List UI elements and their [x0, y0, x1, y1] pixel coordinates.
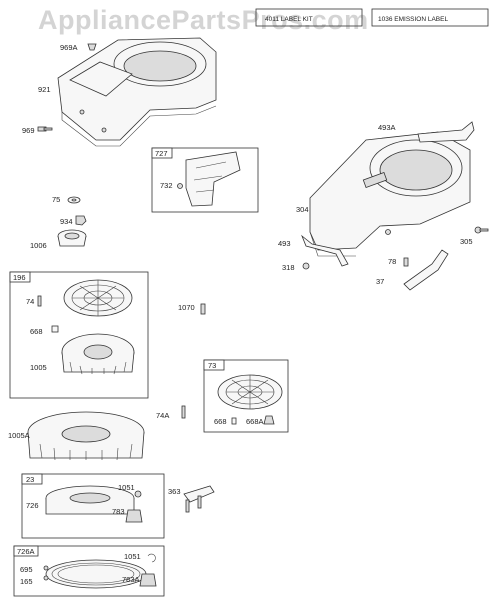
label-1006: 1006 — [30, 241, 47, 250]
label-1005: 1005 — [30, 363, 47, 372]
label-304: 304 — [296, 205, 309, 214]
screw-969a-icon — [87, 43, 97, 51]
label-726: 726 — [26, 501, 39, 510]
label-1070: 1070 — [178, 303, 195, 312]
nut-934-icon — [75, 215, 87, 226]
label-78: 78 — [388, 257, 396, 266]
bolt-305-icon — [474, 226, 489, 234]
label-668: 668 — [30, 327, 43, 336]
emission-label-box: 1036 EMISSION LABEL — [371, 8, 489, 27]
label-668A: 668A — [246, 417, 264, 426]
screw-318-icon — [302, 262, 310, 270]
fan-1005a — [27, 411, 145, 461]
watermark: AppliancePartsPros.com — [38, 5, 369, 35]
box-726a: 726A — [13, 545, 165, 597]
label-783A: 783A — [122, 575, 140, 584]
svg-text:727: 727 — [155, 149, 168, 158]
label-493: 493 — [278, 239, 291, 248]
label-1005A: 1005A — [8, 431, 30, 440]
label-969A: 969A — [60, 43, 78, 52]
label-1051-box726A: 1051 — [124, 552, 141, 561]
stud-363-icon — [183, 485, 215, 513]
box-73: 73 — [203, 359, 289, 433]
svg-text:23: 23 — [26, 475, 34, 484]
blower-housing-304 — [309, 131, 471, 257]
svg-text:73: 73 — [208, 361, 216, 370]
emission-label-text: 1036 EMISSION LABEL — [378, 16, 448, 23]
box-23: 23 — [21, 473, 165, 539]
label-305: 305 — [460, 237, 473, 246]
bracket-493a-icon — [417, 121, 475, 143]
label-165: 165 — [20, 577, 33, 586]
label-kit-box: 4011 LABEL KIT — [255, 8, 363, 27]
box-727: 727 — [151, 147, 259, 213]
label-37: 37 — [376, 277, 384, 286]
screw-969-icon — [37, 126, 53, 132]
bracket-37-icon — [403, 249, 449, 291]
label-75: 75 — [52, 195, 60, 204]
bracket-493-icon — [301, 234, 349, 267]
label-668-box73: 668 — [214, 417, 227, 426]
svg-text:726A: 726A — [17, 547, 35, 556]
screw-1070-icon — [200, 303, 206, 315]
label-493A: 493A — [378, 123, 396, 132]
label-318: 318 — [282, 263, 295, 272]
label-363: 363 — [168, 487, 181, 496]
label-1051: 1051 — [118, 483, 135, 492]
blower-housing-921 — [57, 37, 217, 147]
label-695: 695 — [20, 565, 33, 574]
cup-1006-icon — [57, 229, 87, 247]
label-969: 969 — [22, 126, 35, 135]
label-732: 732 — [160, 181, 173, 190]
label-74: 74 — [26, 297, 34, 306]
screw-74a-icon — [181, 405, 186, 419]
label-783: 783 — [112, 507, 125, 516]
svg-text:196: 196 — [13, 273, 26, 282]
box-196: 196 — [9, 271, 149, 399]
label-kit-text: 4011 LABEL KIT — [265, 16, 313, 23]
label-934: 934 — [60, 217, 73, 226]
label-921: 921 — [38, 85, 51, 94]
label-74A: 74A — [156, 411, 169, 420]
screw-78-icon — [403, 257, 409, 267]
washer-75-icon — [67, 196, 81, 204]
